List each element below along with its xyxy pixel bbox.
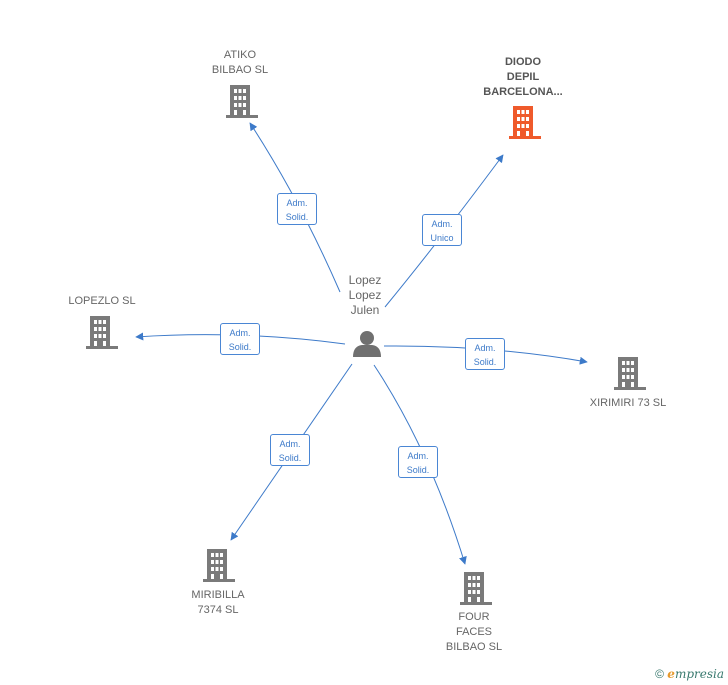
company-label-diodo[interactable]: DIODO DEPIL BARCELONA... [483,56,563,98]
company-label-lopezlo[interactable]: LOPEZLO SL [68,295,136,307]
copyright-symbol: © [655,667,664,681]
company-xirimiri-building-icon[interactable] [614,357,646,390]
company-diodo-building-icon[interactable] [509,106,541,139]
brand-logo: empresia [667,667,724,681]
company-atiko-building-icon[interactable] [226,85,258,118]
company-label-xirimiri[interactable]: XIRIMIRI 73 SL [589,397,667,409]
relation-label-fourfaces[interactable]: Adm. Solid. [398,446,438,478]
company-label-fourfaces[interactable]: FOUR FACES BILBAO SL [445,611,503,653]
relation-label-atiko[interactable]: Adm. Solid. [277,193,317,225]
company-miribilla-building-icon[interactable] [203,549,235,582]
brand-watermark[interactable]: © empresia [655,667,724,681]
company-fourfaces-building-icon[interactable] [460,572,492,605]
relation-label-xirimiri[interactable]: Adm. Solid. [465,338,505,370]
relation-label-lopezlo[interactable]: Adm. Solid. [220,323,260,355]
company-label-atiko[interactable]: ATIKO BILBAO SL [211,49,269,76]
relation-label-miribilla[interactable]: Adm. Solid. [270,434,310,466]
person-icon[interactable] [353,331,381,357]
person-name[interactable]: Lopez Lopez Julen [348,273,382,317]
relation-label-diodo[interactable]: Adm. Unico [422,214,462,246]
company-lopezlo-building-icon[interactable] [86,316,118,349]
company-label-miribilla[interactable]: MIRIBILLA 7374 SL [191,589,245,616]
